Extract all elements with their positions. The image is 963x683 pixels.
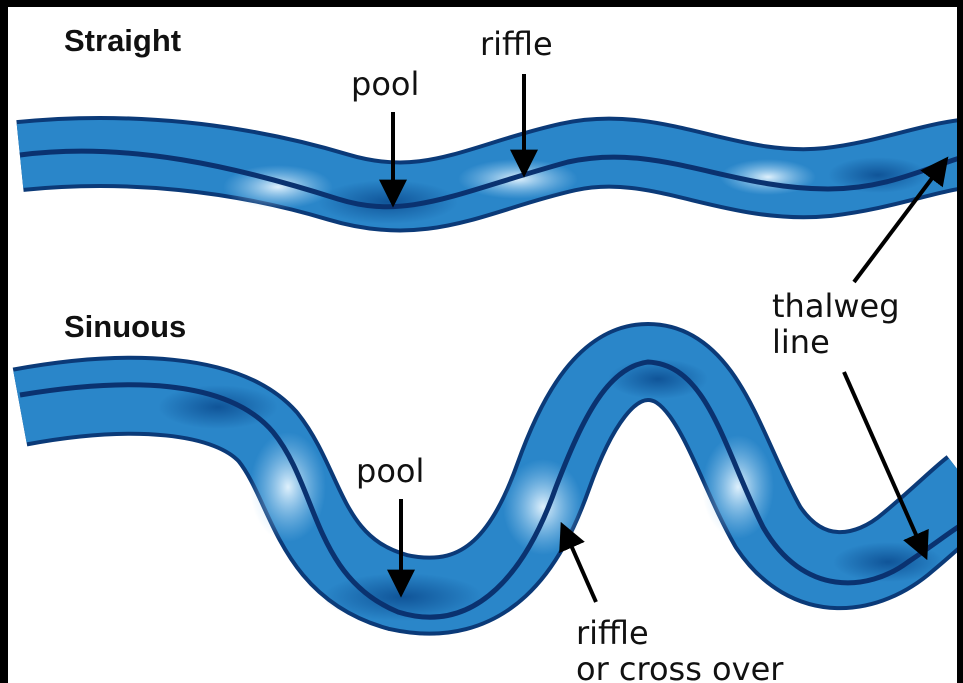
thalweg-label-line2: line (772, 323, 830, 361)
straight-pool-label: pool (351, 65, 419, 103)
straight-channel (20, 151, 963, 224)
straight-riffle-label: riffle (480, 25, 553, 63)
river-diagram: Straight Sinuous pool riffle thalweg lin… (8, 7, 963, 683)
sinuous-channel (20, 359, 963, 621)
straight-title: Straight (64, 23, 181, 58)
sinuous-riffle-label-line1: riffle (576, 614, 649, 652)
thalweg-label-line1: thalweg (772, 287, 900, 325)
sinuous-riffle-arrow (563, 527, 596, 602)
sinuous-riffle-label-line2: or cross over (576, 650, 784, 683)
sinuous-title: Sinuous (64, 309, 186, 344)
sinuous-channel-water (20, 362, 963, 596)
sinuous-riffle-foam-1 (250, 432, 326, 542)
sinuous-pool-label: pool (356, 452, 424, 490)
